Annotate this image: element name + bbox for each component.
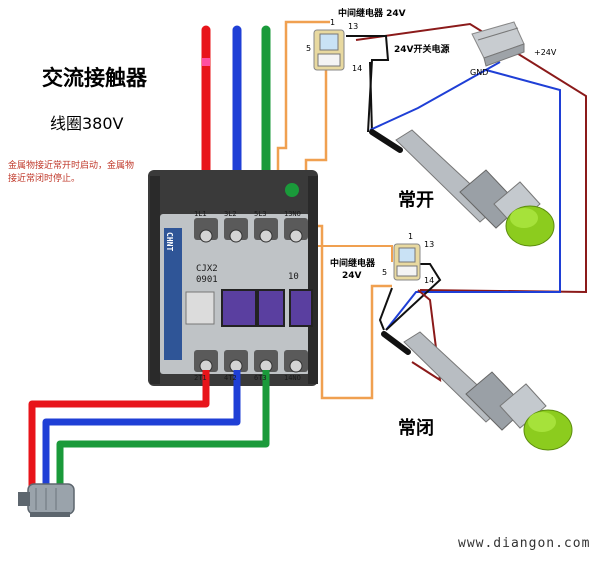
proximity-sensor-icon-nc: [381, 331, 573, 451]
relay-mid-pin-1: 1: [408, 232, 414, 241]
relay-mid-label-line2: 24V: [342, 271, 362, 281]
relay-mid-label-line1: 中间继电器: [330, 259, 376, 269]
contactor-model-1: CJX2: [196, 264, 218, 274]
relay-mid-label: 中间继电器 24V: [330, 258, 375, 282]
terminal-6t3: 6T3: [254, 374, 267, 382]
power-supply-label: 24V开关电源: [394, 45, 450, 55]
power-supply-plus24: +24V: [534, 48, 557, 57]
terminal-3l2: 3L2: [224, 210, 237, 218]
signal-wire-black-2: [385, 263, 442, 331]
signal-wire-blue-2: [369, 61, 501, 131]
phase-wire-red-marker: [202, 58, 210, 66]
relay-top-pin-1: 1: [330, 18, 336, 27]
relay-top-pin-13: 13: [348, 22, 359, 31]
terminal-13no: 13NO: [284, 210, 301, 218]
relay-icon-mid: [393, 243, 421, 281]
terminal-14no: 14NO: [284, 374, 301, 382]
contactor-icon: [148, 170, 318, 386]
coil-voltage-label: 线圈380V: [50, 114, 124, 133]
contactor-model-2: 0901: [196, 275, 218, 285]
signal-wire-dark-red-3: [411, 289, 442, 382]
terminal-5l3: 5L3: [254, 210, 267, 218]
relay-mid-pin-13: 13: [424, 240, 435, 249]
terminal-1l1: 1L1: [194, 210, 207, 218]
motor-icon: [18, 483, 75, 517]
sensor-normally-open-label: 常开: [398, 190, 434, 211]
relay-mid-pin-14: 14: [424, 276, 435, 285]
terminal-4t2: 4T2: [224, 374, 237, 382]
power-wire-dark-red: [355, 22, 587, 294]
sensor-normally-closed-label: 常闭: [398, 418, 434, 439]
power-supply-icon: [471, 21, 525, 67]
phase-wire-green-out: [56, 370, 270, 492]
operation-note: 金属物接近常开时启动，金属物接近常闭时停止。: [8, 161, 135, 184]
proximity-sensor-icon: [369, 129, 555, 247]
relay-top-pin-5: 5: [306, 44, 312, 53]
signal-wire-black-3: [378, 287, 393, 331]
diagram-title: 交流接触器: [42, 66, 147, 90]
relay-top-label: 中间继电器 24V: [338, 9, 406, 19]
phase-wire-blue-out: [42, 370, 241, 490]
control-wire-orange: [276, 20, 330, 170]
phase-wire-red-out: [28, 370, 210, 486]
contactor-code: 10: [288, 272, 299, 282]
power-supply-gnd: GND: [470, 68, 489, 77]
contactor-brand: CHNT: [165, 232, 174, 252]
watermark: www.diangon.com: [458, 536, 591, 551]
relay-mid-pin-5: 5: [382, 268, 388, 277]
signal-wire-blue: [385, 69, 561, 331]
control-wire-orange-3: [316, 224, 392, 400]
relay-icon: [313, 29, 345, 71]
relay-wire-black: [369, 61, 373, 133]
terminal-2t1: 2T1: [194, 374, 207, 382]
power-wire-dark-red-2: [346, 35, 390, 133]
relay-top-pin-14: 14: [352, 64, 363, 73]
